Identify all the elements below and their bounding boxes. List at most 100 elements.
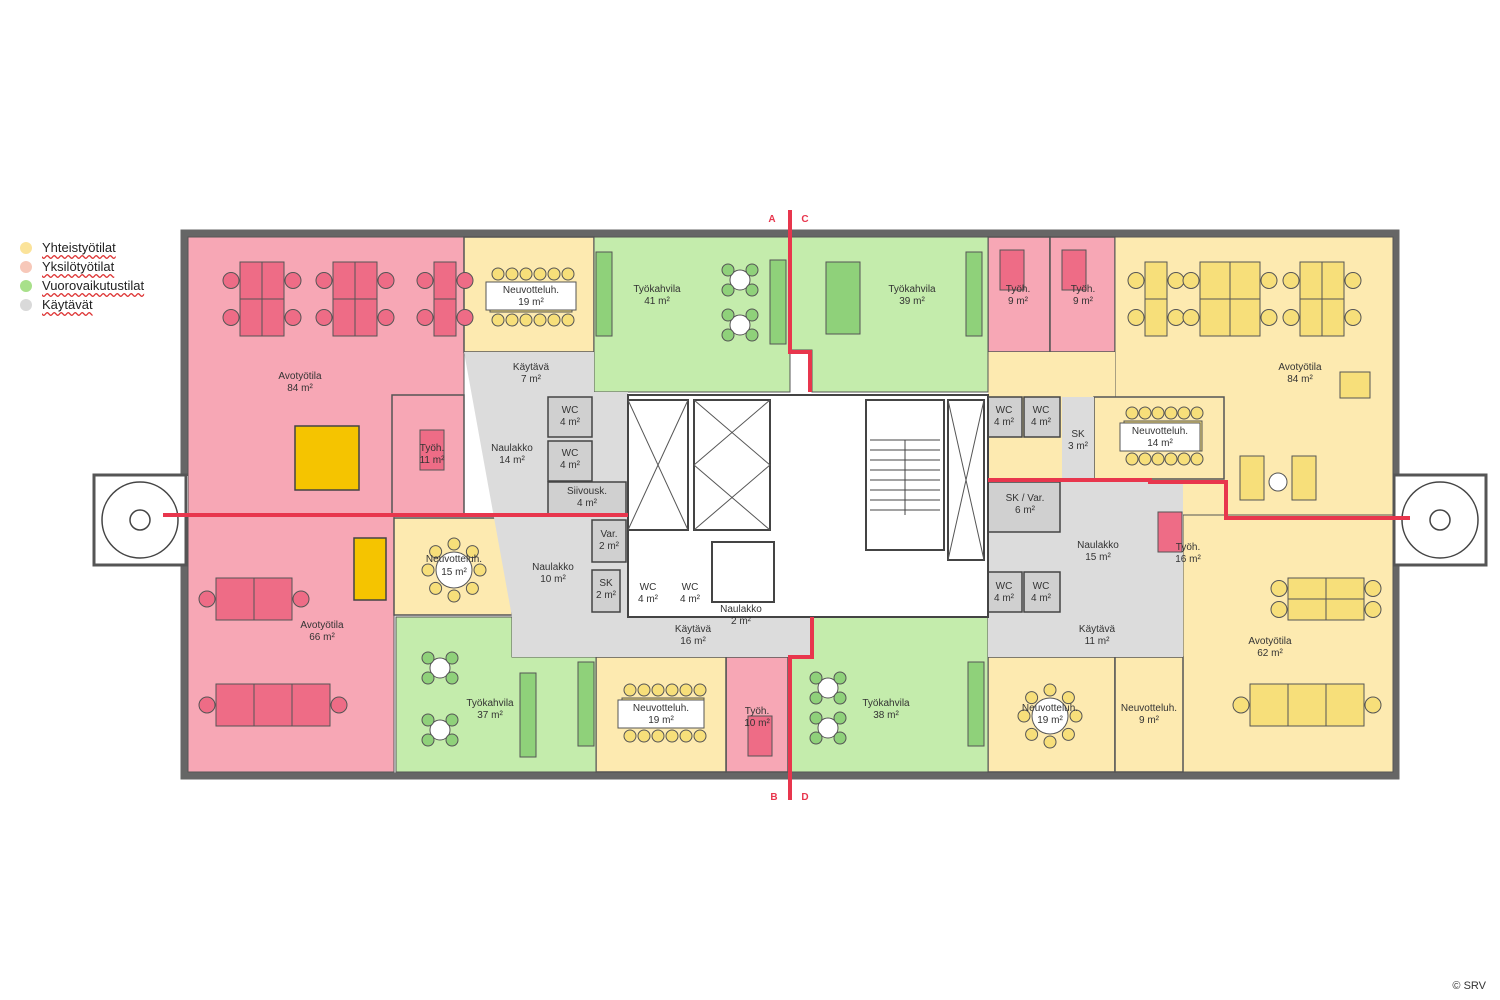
furniture-chair — [1138, 452, 1152, 466]
legend-item-vuorovaikutustilat: Vuorovaikutustilat — [20, 276, 144, 295]
section-lines — [163, 210, 1410, 800]
furniture-chair — [1232, 696, 1250, 714]
furniture-table — [1325, 683, 1365, 727]
room-name: WC — [682, 582, 699, 593]
section-label-c: C — [801, 214, 808, 225]
furniture-table — [1321, 298, 1345, 337]
furniture-chair — [222, 309, 240, 326]
room-name: Työh. — [1071, 284, 1095, 295]
furniture-chair — [721, 308, 735, 322]
furniture-chair — [284, 309, 302, 326]
furniture-chair — [519, 313, 533, 327]
room-name: Työh. — [1006, 284, 1030, 295]
room-name: Työh. — [420, 443, 444, 454]
furniture-chair — [1364, 601, 1382, 618]
furniture-table — [577, 661, 595, 747]
furniture-chair — [1177, 452, 1191, 466]
furniture-table — [419, 429, 445, 471]
furniture-chair — [198, 590, 216, 608]
furniture-chair — [1061, 727, 1075, 741]
room-area: 2 m² — [599, 541, 620, 552]
furniture-chair — [547, 313, 561, 327]
furniture-table — [1321, 261, 1345, 300]
furniture-chair — [1282, 272, 1300, 289]
room-name: WC — [996, 581, 1013, 592]
furniture-table — [1157, 511, 1183, 553]
room-name: Avotyötila — [1248, 636, 1292, 647]
room-area: 41 m² — [644, 296, 670, 307]
furniture-chair — [421, 713, 435, 727]
elevator-crosses — [627, 399, 985, 561]
furniture-table — [261, 298, 285, 337]
furniture-chair — [1151, 406, 1165, 420]
furniture-chair — [447, 537, 461, 551]
room-name: WC — [996, 405, 1013, 416]
room-area: 4 m² — [1031, 593, 1052, 604]
furniture-table — [1299, 298, 1323, 337]
furniture-chair — [729, 269, 751, 291]
furniture-chair — [1017, 709, 1031, 723]
furniture-table — [595, 251, 613, 337]
furniture-chair — [429, 657, 451, 679]
furniture-table — [433, 298, 457, 337]
zone-corridor-east — [1062, 397, 1094, 480]
room-area: 84 m² — [287, 383, 313, 394]
furniture-table — [1144, 261, 1168, 300]
furniture-chair — [809, 731, 823, 745]
furniture-chair — [491, 267, 505, 281]
room-name: Työh. — [1176, 542, 1200, 553]
section-label-b: B — [770, 792, 777, 803]
furniture-chair — [833, 671, 847, 685]
furniture-chair — [1270, 580, 1288, 597]
furniture-table — [999, 249, 1025, 291]
room-name: Neuvotteluh. — [503, 285, 559, 296]
furniture-table — [747, 715, 773, 757]
room-area: 84 m² — [1287, 374, 1313, 385]
furniture-chair — [421, 651, 435, 665]
legend: Yhteistyötilat Yksilötyötilat Vuorovaiku… — [20, 238, 144, 314]
furniture-chair — [623, 729, 637, 743]
room-area: 10 m² — [540, 574, 566, 585]
copyright-notice: © SRV — [1452, 980, 1486, 992]
furniture-chair — [1164, 406, 1178, 420]
room-name: Avotyötila — [278, 371, 322, 382]
furniture-table — [1287, 577, 1327, 600]
furniture-chair — [465, 581, 479, 595]
room-name: Käytävä — [513, 362, 550, 373]
furniture-chair — [505, 313, 519, 327]
furniture-table — [215, 683, 255, 727]
furniture-chair — [1364, 580, 1382, 597]
core-stairs — [870, 439, 940, 515]
room-area: 14 m² — [499, 455, 525, 466]
furniture-chair — [1268, 472, 1288, 492]
furniture-chair — [1190, 406, 1204, 420]
room-name: WC — [562, 448, 579, 459]
legend-label: Yksilötyötilat — [42, 259, 115, 274]
furniture-chair — [292, 590, 310, 608]
room-area: 62 m² — [1257, 648, 1283, 659]
furniture-table — [261, 261, 285, 300]
room-name: SK — [1071, 429, 1085, 440]
furniture — [198, 249, 1382, 758]
furniture-table — [1061, 249, 1087, 291]
section-label-a: A — [768, 214, 775, 225]
room-labels: Avotyötila 84 m² Avotyötila 66 m² Avotyö… — [278, 284, 1322, 729]
furniture-chair — [721, 328, 735, 342]
legend-label: Yhteistyötilat — [42, 240, 116, 255]
section-label-d: D — [801, 792, 808, 803]
room-name: SK / Var. — [1006, 493, 1045, 504]
furniture-chair — [533, 313, 547, 327]
furniture-table — [291, 683, 331, 727]
furniture-chair — [416, 309, 434, 326]
room-area: 19 m² — [518, 297, 544, 308]
furniture-chair — [817, 717, 839, 739]
furniture-chair — [833, 691, 847, 705]
furniture-table — [253, 683, 293, 727]
room-area: 4 m² — [994, 593, 1015, 604]
furniture-chair — [198, 696, 216, 714]
room-area: 9 m² — [1139, 715, 1160, 726]
furniture-chair — [637, 729, 651, 743]
legend-swatch — [20, 241, 32, 254]
furniture-chair — [1043, 735, 1057, 749]
furniture-chair — [330, 696, 348, 714]
